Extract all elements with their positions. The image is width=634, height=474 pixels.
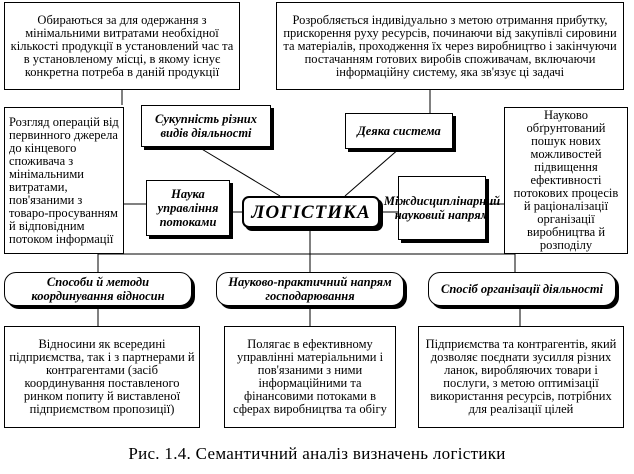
category-system: Деяка система [345,113,453,149]
top-right-description: Розробляється індивідуально з метою отри… [276,2,624,90]
connector-top-left-center [199,147,281,197]
center-logistics: ЛОГІСТИКА [242,196,380,228]
bottom-right-description: Підприємства та контрагентів, який дозво… [418,326,624,428]
middle-left-description: Розгляд операцій від первинного джерела … [4,107,124,254]
bottom-middle-description: Полягає в ефективному управлінні матеріа… [224,326,396,428]
category-organization-method: Спосіб організації діяльності [428,272,616,306]
category-interdisciplinary: Міждисциплінарний науковий напрям [384,176,500,240]
category-practical-direction: Науково-практичний напрям господарювання [216,272,404,306]
figure-caption: Рис. 1.4. Семантичний аналіз визначень л… [128,444,506,463]
category-activities: Сукупність різних видів діяльності [141,105,271,147]
category-flow-management: Наука управління потоками [146,180,230,236]
connector-top-right-center [344,147,401,197]
top-left-description: Обираються за для одержання з мінімальни… [4,2,240,90]
category-coordination-methods: Способи й методи координування відносин [4,272,192,306]
middle-right-description: Науково обґрунтований пошук нових можлив… [504,107,628,254]
bottom-left-description: Відносини як всередині підприємства, так… [4,326,200,428]
